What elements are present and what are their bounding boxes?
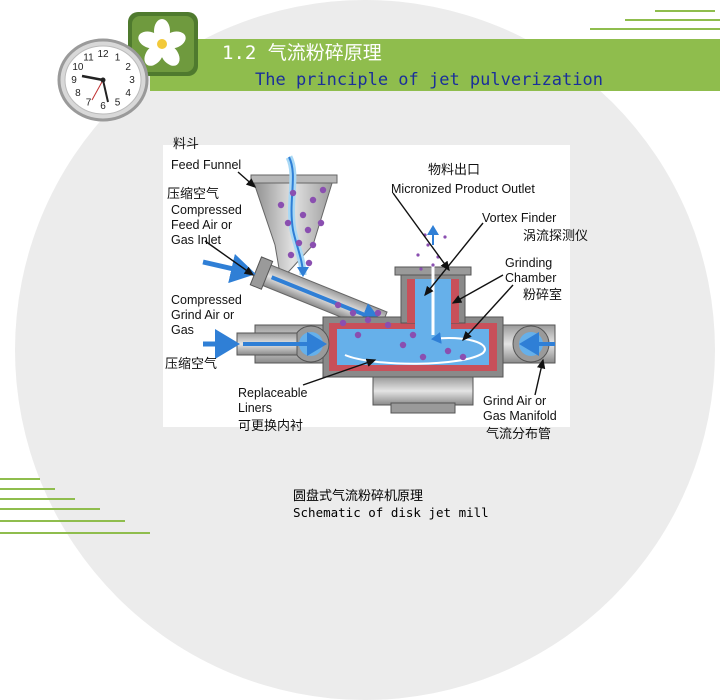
- label-vortex-finder: Vortex Finder: [482, 211, 557, 225]
- particle: [319, 186, 327, 194]
- particle: [419, 353, 427, 361]
- particle: [289, 189, 297, 197]
- label-compressed-grind-3: Gas: [171, 323, 194, 337]
- label-outlet: Micronized Product Outlet: [391, 182, 535, 196]
- clock-numeral: 1: [115, 53, 121, 64]
- feed-air-arrow: [202, 253, 256, 284]
- label-compressed-feed-1: Compressed: [171, 203, 242, 217]
- label-manifold-cn: 气流分布管: [486, 427, 552, 442]
- clock-numeral: 6: [100, 101, 106, 112]
- clock-numeral: 10: [72, 62, 84, 73]
- clock-numeral: 4: [125, 88, 131, 99]
- particle: [426, 243, 430, 247]
- deco-line: [0, 498, 75, 500]
- deco-line: [655, 10, 715, 12]
- jet-mill-drawing: [202, 155, 556, 414]
- figure-caption: Schematic of disk jet mill: [293, 505, 489, 520]
- particle: [299, 211, 307, 219]
- label-liners-2: Liners: [238, 401, 273, 415]
- clock-numeral: 11: [83, 53, 94, 64]
- particle: [339, 319, 347, 327]
- deco-line: [0, 520, 125, 522]
- label-feed-funnel-cn: 料斗: [173, 137, 200, 152]
- particle: [444, 347, 452, 355]
- particle: [309, 241, 317, 249]
- label-liners-cn: 可更换内衬: [238, 419, 304, 434]
- slide-title: 1.2 气流粉碎原理: [222, 42, 382, 64]
- particle: [295, 239, 303, 247]
- particle: [384, 321, 392, 329]
- particle: [287, 251, 295, 259]
- deco-line: [0, 532, 150, 534]
- particle: [431, 263, 435, 267]
- deco-line: [0, 478, 40, 480]
- particle: [349, 309, 357, 317]
- label-feed-funnel: Feed Funnel: [171, 158, 242, 172]
- clock-numeral: 3: [129, 75, 135, 86]
- clock-numeral: 7: [86, 98, 92, 109]
- clock-numeral: 9: [71, 75, 77, 86]
- feed-funnel: [250, 155, 338, 282]
- label-vortex-finder-cn: 涡流探测仪: [523, 229, 589, 244]
- label-compressed-grind-1: Compressed: [171, 293, 242, 307]
- label-compressed-feed-2: Feed Air or: [171, 218, 233, 232]
- clock-numeral: 5: [115, 98, 121, 109]
- deco-line: [625, 19, 720, 21]
- jet-mill-diagram: 料斗 Feed Funnel 压缩空气 Compressed Feed Air …: [163, 137, 588, 442]
- deco-line: [0, 488, 55, 490]
- label-grinding-cn: 粉碎室: [523, 288, 563, 303]
- clock-numeral: 2: [125, 62, 131, 73]
- particle: [277, 201, 285, 209]
- deco-line: [0, 508, 100, 510]
- label-compressed-grind-2: Grind Air or: [171, 308, 235, 322]
- clock-numeral: 12: [97, 49, 109, 60]
- particle: [409, 331, 417, 339]
- deco-line: [590, 28, 720, 30]
- label-pointers: [204, 171, 546, 396]
- label-outlet-cn: 物料出口: [428, 163, 481, 178]
- flower-image: [128, 12, 198, 76]
- particle: [416, 253, 420, 257]
- particle: [317, 219, 325, 227]
- particle: [374, 309, 382, 317]
- label-liners-1: Replaceable: [238, 386, 308, 400]
- particle: [334, 301, 342, 309]
- label-compressed-feed-cn: 压缩空气: [167, 187, 220, 202]
- particle: [419, 267, 423, 271]
- label-compressed-grind-cn: 压缩空气: [165, 357, 218, 372]
- particle: [443, 235, 447, 239]
- particle: [304, 226, 312, 234]
- particles: [277, 186, 467, 361]
- particle: [284, 219, 292, 227]
- figure-caption-cn: 圆盘式气流粉碎机原理: [293, 489, 424, 504]
- label-manifold-2: Gas Manifold: [483, 409, 557, 423]
- label-grinding-2: Chamber: [505, 271, 557, 285]
- particle: [354, 331, 362, 339]
- clock-numeral: 8: [75, 88, 81, 99]
- label-manifold-1: Grind Air or: [483, 394, 547, 408]
- label-grinding-1: Grinding: [505, 256, 553, 270]
- particle: [309, 196, 317, 204]
- slide-subtitle: The principle of jet pulverization: [255, 70, 603, 90]
- title-bar: [150, 39, 720, 91]
- particle: [364, 316, 372, 324]
- particle: [399, 341, 407, 349]
- particle: [305, 259, 313, 267]
- label-compressed-feed-3: Gas Inlet: [171, 233, 222, 247]
- particle: [459, 353, 467, 361]
